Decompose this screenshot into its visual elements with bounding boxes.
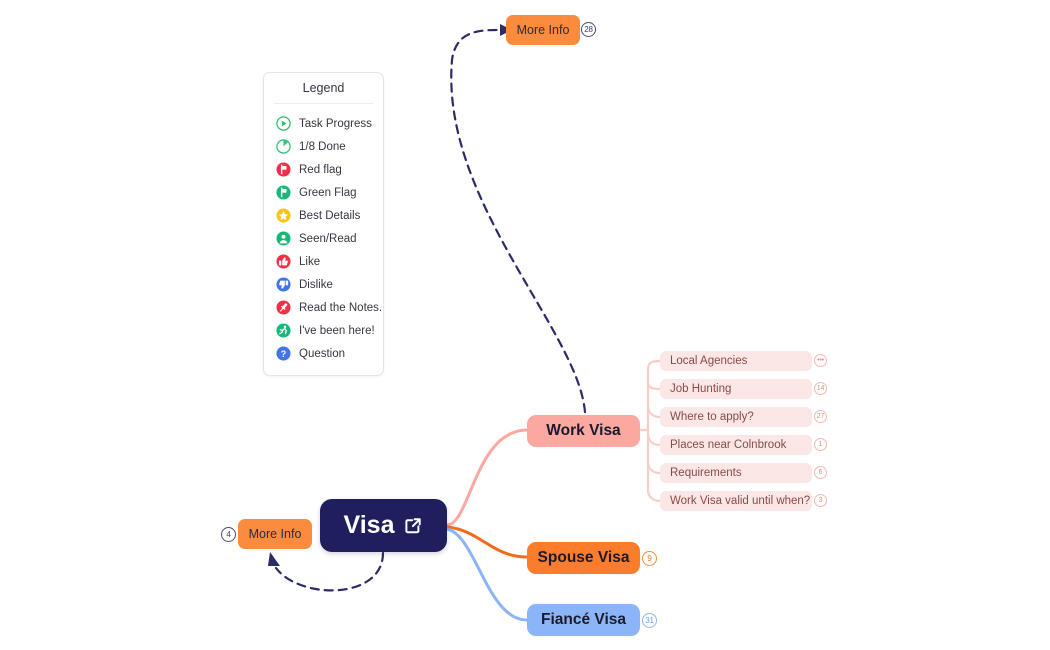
legend-title: Legend <box>274 81 373 104</box>
badge-count: 28 <box>584 25 593 34</box>
central-node-label: Visa <box>343 511 395 539</box>
badge-count: ••• <box>817 357 824 364</box>
dashed-arrow-to-top-more-info <box>450 28 587 414</box>
legend-item-label: I've been here! <box>299 324 375 337</box>
badge-places-near-colnbrook[interactable]: 1 <box>814 438 827 451</box>
runner-icon <box>276 323 291 338</box>
central-node-visa[interactable]: Visa <box>320 499 447 552</box>
legend-item-best-details: Best Details <box>264 204 383 227</box>
badge-count: 6 <box>818 469 823 476</box>
legend-panel: Legend Task Progress 1/8 Done Red flag <box>263 72 384 376</box>
dashed-arrow-to-left-more-info <box>274 551 385 592</box>
sub-node-where-to-apply[interactable]: Where to apply? <box>660 407 812 427</box>
legend-item-task-progress: Task Progress <box>264 112 383 135</box>
branch-node-fiance-visa[interactable]: Fiancé Visa <box>527 604 640 636</box>
task-progress-icon <box>276 116 291 131</box>
sub-node-label: Local Agencies <box>670 355 748 367</box>
legend-item-label: Read the Notes. <box>299 301 383 314</box>
branch-node-spouse-visa[interactable]: Spouse Visa <box>527 542 640 574</box>
badge-work-visa-valid-until-when[interactable]: 3 <box>814 494 827 507</box>
floating-note-more-info-top[interactable]: More Info <box>506 15 580 45</box>
badge-where-to-apply[interactable]: 27 <box>814 410 827 423</box>
legend-item-pie-progress: 1/8 Done <box>264 135 383 158</box>
legend-item-label: Green Flag <box>299 186 357 199</box>
red-flag-icon <box>276 162 291 177</box>
branch-line-spouse-visa <box>445 525 529 559</box>
sub-node-local-agencies[interactable]: Local Agencies <box>660 351 812 371</box>
legend-item-question: ? Question <box>264 342 383 365</box>
legend-item-like: Like <box>264 250 383 273</box>
star-icon <box>276 208 291 223</box>
sub-node-label: Requirements <box>670 467 742 479</box>
badge-count: 14 <box>816 385 825 392</box>
sub-node-places-near-colnbrook[interactable]: Places near Colnbrook <box>660 435 812 455</box>
sub-node-label: Places near Colnbrook <box>670 439 787 451</box>
floating-note-more-info-left[interactable]: More Info <box>238 519 312 549</box>
branch-node-work-visa[interactable]: Work Visa <box>527 415 640 447</box>
badge-spouse-visa[interactable]: 9 <box>642 551 657 566</box>
thumbs-down-icon <box>276 277 291 292</box>
sub-node-requirements[interactable]: Requirements <box>660 463 812 483</box>
branch-node-label: Spouse Visa <box>537 549 630 566</box>
arrowhead-left-more-info <box>268 552 280 566</box>
sub-node-job-hunting[interactable]: Job Hunting <box>660 379 812 399</box>
badge-count: 27 <box>816 413 825 420</box>
sub-node-label: Work Visa valid until when? <box>670 495 811 507</box>
pin-icon <box>276 300 291 315</box>
badge-more-info-top[interactable]: 28 <box>581 22 596 37</box>
legend-item-green-flag: Green Flag <box>264 181 383 204</box>
pie-progress-icon <box>276 139 291 154</box>
legend-item-label: Dislike <box>299 278 333 291</box>
badge-count: 9 <box>647 554 652 563</box>
badge-count: 1 <box>818 441 823 448</box>
branch-node-label: Work Visa <box>546 422 621 439</box>
question-mark-icon: ? <box>276 346 291 361</box>
badge-requirements[interactable]: 6 <box>814 466 827 479</box>
branch-line-work-visa <box>445 428 529 527</box>
legend-item-label: Task Progress <box>299 117 372 130</box>
legend-item-label: Seen/Read <box>299 232 357 245</box>
legend-item-read-the-notes: Read the Notes. <box>264 296 383 319</box>
legend-item-label: Question <box>299 347 346 360</box>
sub-node-label: Where to apply? <box>670 411 754 423</box>
badge-more-info-left[interactable]: 4 <box>221 527 236 542</box>
legend-item-seen-read: Seen/Read <box>264 227 383 250</box>
badge-count: 4 <box>226 530 231 539</box>
person-icon <box>276 231 291 246</box>
green-flag-icon <box>276 185 291 200</box>
sub-node-work-visa-valid-until-when[interactable]: Work Visa valid until when? <box>660 491 812 511</box>
sub-branch-lines-work-visa <box>638 359 662 503</box>
branch-node-label: Fiancé Visa <box>540 611 626 628</box>
legend-item-dislike: Dislike <box>264 273 383 296</box>
legend-item-red-flag: Red flag <box>264 158 383 181</box>
legend-item-label: Like <box>299 255 321 268</box>
badge-job-hunting[interactable]: 14 <box>814 382 827 395</box>
badge-count: 3 <box>818 497 823 504</box>
badge-count: 31 <box>645 616 654 625</box>
badge-local-agencies[interactable]: ••• <box>814 354 827 367</box>
floating-note-label: More Info <box>516 23 570 37</box>
sub-node-label: Job Hunting <box>670 383 732 395</box>
legend-item-label: 1/8 Done <box>299 140 346 153</box>
legend-item-label: Red flag <box>299 163 342 176</box>
external-link-icon[interactable] <box>403 516 423 536</box>
legend-item-label: Best Details <box>299 209 361 222</box>
badge-fiance-visa[interactable]: 31 <box>642 613 657 628</box>
thumbs-up-icon <box>276 254 291 269</box>
floating-note-label: More Info <box>248 527 302 541</box>
legend-item-ive-been-here: I've been here! <box>264 319 383 342</box>
svg-text:?: ? <box>281 349 286 359</box>
branch-line-fiance-visa <box>445 527 529 622</box>
